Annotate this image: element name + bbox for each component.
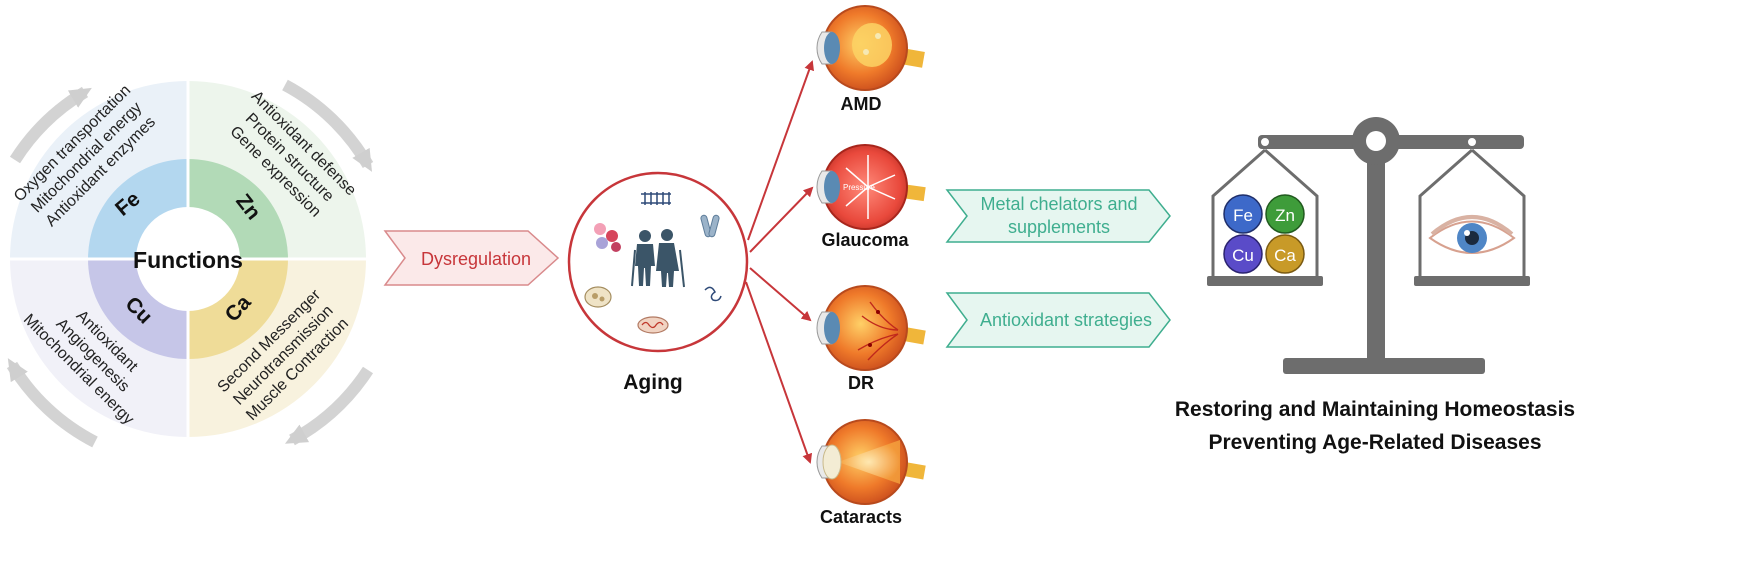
balance-scale: Fe Zn Cu Ca <box>1207 117 1530 374</box>
cycle-arrow-bottom-right <box>284 366 374 446</box>
mitochondria-icon <box>637 316 669 334</box>
dr-label: DR <box>848 373 874 393</box>
eye-amd-icon <box>816 5 925 91</box>
eye-cataract-icon <box>816 419 926 505</box>
functions-wheel: Functions Fe Zn Ca Cu Oxygen transportat… <box>6 79 374 448</box>
strategy-antioxidant-label: Antioxidant strategies <box>980 310 1152 330</box>
metal-ball-cu: Cu <box>1223 234 1263 274</box>
conclusion-line-2: Preventing Age-Related Diseases <box>1208 431 1541 454</box>
strategy-chelators-line2: supplements <box>1008 217 1110 237</box>
conclusion-line-1: Restoring and Maintaining Homeostasis <box>1175 398 1575 421</box>
eye-icon <box>1428 215 1516 254</box>
eye-dr-icon <box>816 285 926 371</box>
eye-glaucoma-icon: Pressure <box>816 144 926 230</box>
wheel-center-label: Functions <box>133 247 243 273</box>
metal-ball-zn: Zn <box>1265 194 1305 234</box>
cells-icon <box>594 223 621 252</box>
dna-icon <box>641 192 671 205</box>
aging-label: Aging <box>623 371 682 394</box>
metal-ball-ca: Ca <box>1265 234 1305 274</box>
disease-arrows <box>745 60 814 464</box>
metal-ball-fe: Fe <box>1223 194 1263 234</box>
elderly-couple-icon <box>631 229 685 288</box>
metal-ball-ca-label: Ca <box>1274 246 1296 265</box>
cycle-arrow-top-right <box>282 79 374 172</box>
cycle-arrow-top-left <box>9 86 92 164</box>
cycle-arrow-bottom-left <box>6 358 98 448</box>
strategy-arrow-antioxidant: Antioxidant strategies <box>945 292 1171 348</box>
dysregulation-arrow: Dysregulation <box>383 230 560 286</box>
protein-icon <box>704 286 722 302</box>
dysregulation-label: Dysregulation <box>421 249 531 269</box>
amd-label: AMD <box>841 94 882 114</box>
wheel-center <box>136 207 240 311</box>
cataracts-label: Cataracts <box>820 507 902 527</box>
metal-ball-zn-label: Zn <box>1275 206 1295 225</box>
metal-ball-fe-label: Fe <box>1233 206 1253 225</box>
glaucoma-label: Glaucoma <box>821 230 909 250</box>
metal-ball-cu-label: Cu <box>1232 246 1254 265</box>
strategy-chelators-line1: Metal chelators and <box>980 194 1137 214</box>
chromosome-icon <box>700 214 720 238</box>
pressure-label: Pressure <box>843 183 876 192</box>
strategy-arrow-chelators: Metal chelators and supplements <box>945 189 1171 243</box>
cell-icon <box>584 286 612 308</box>
aging-circle: Aging <box>567 171 749 394</box>
